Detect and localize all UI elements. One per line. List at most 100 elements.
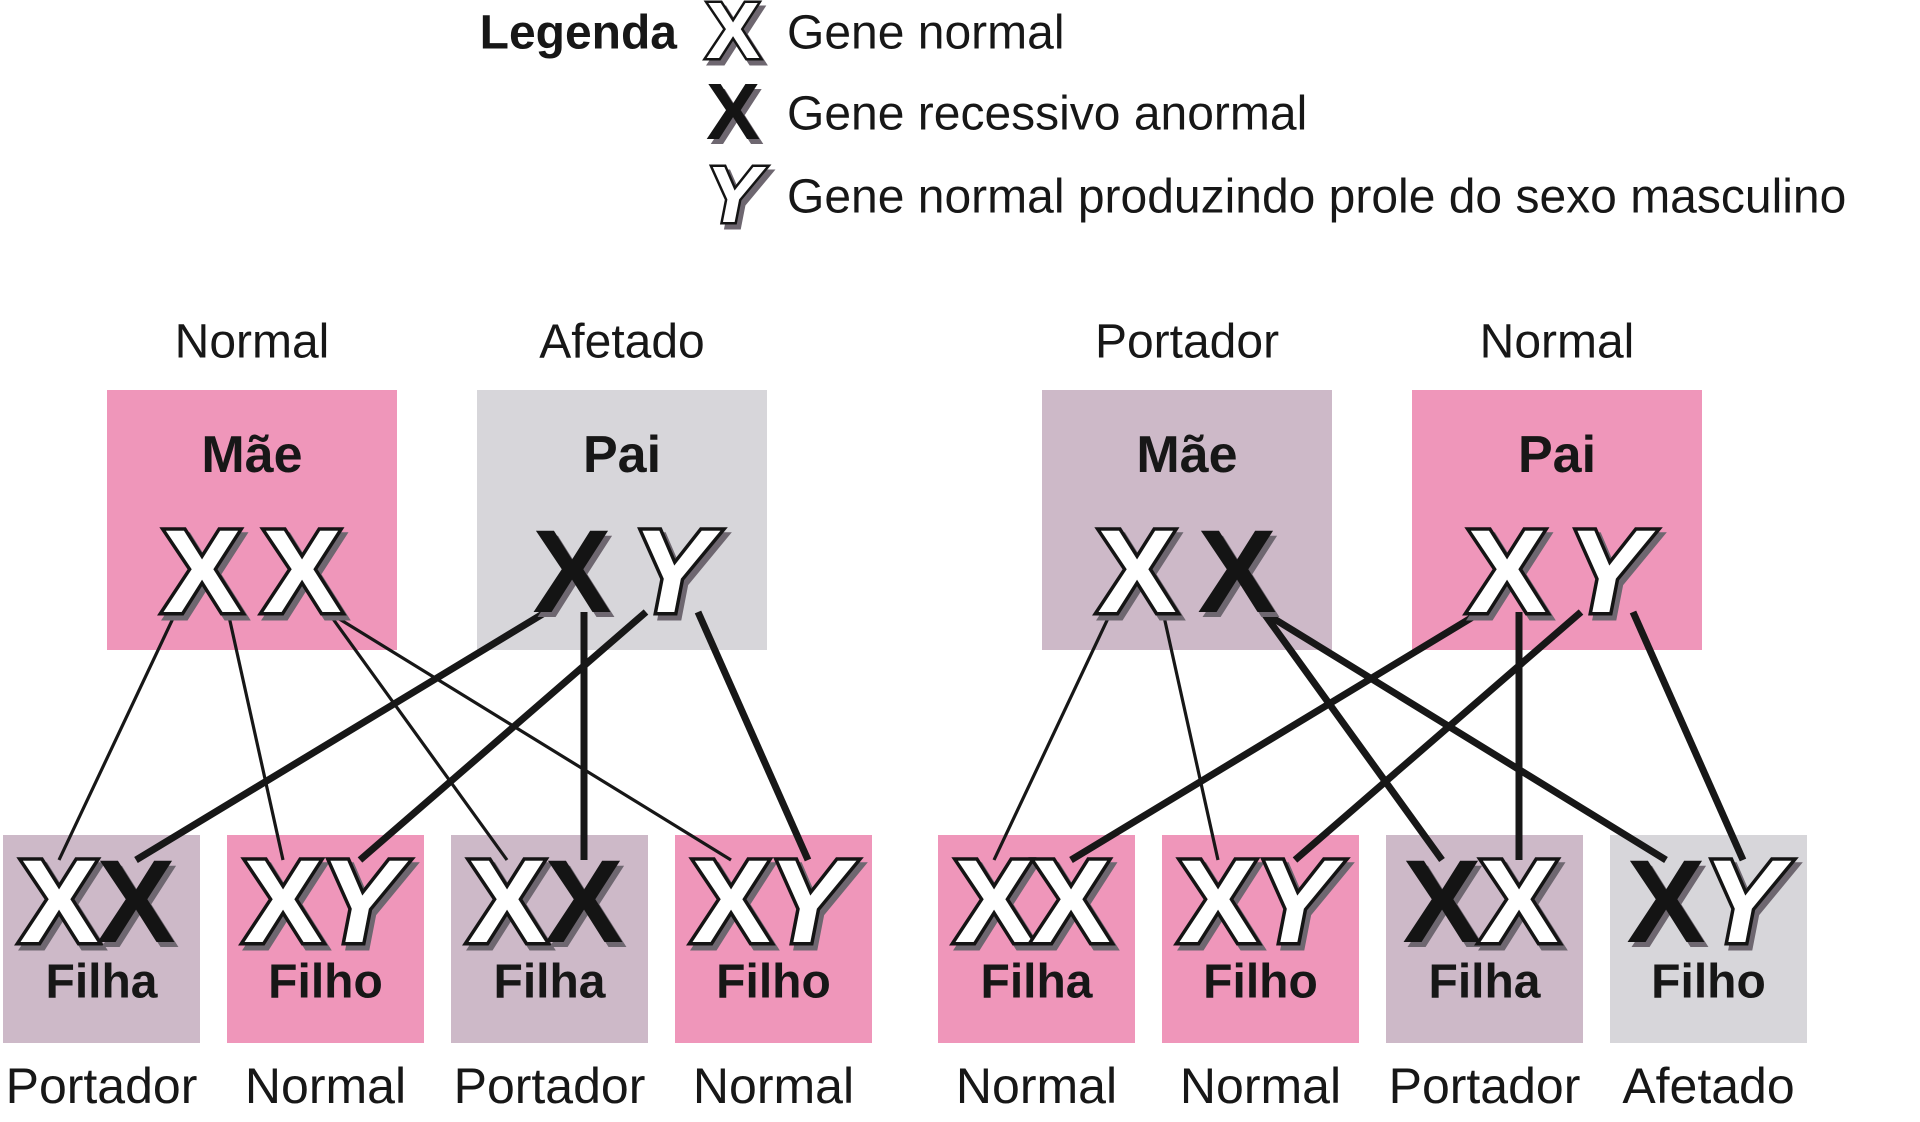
svg-text:X: X [97,836,176,968]
right-mother-box [1042,390,1332,650]
svg-text:X: X [267,511,346,643]
svg-text:Y: Y [637,511,725,643]
svg-text:X: X [20,836,99,968]
right-line-mother-g1-to-child2 [1161,611,1220,861]
svg-text:X: X [706,67,760,156]
left-child1-role-label: Filha [45,955,158,1009]
svg-text:X: X [537,511,616,643]
svg-text:X: X [1198,506,1277,638]
left-child1-status-label: Portador [5,1058,198,1114]
left-child3-role-label: Filha [493,955,606,1009]
svg-text:Y: Y [325,841,413,973]
svg-text:Y: Y [1260,841,1348,973]
svg-text:X: X [1468,506,1547,638]
right-mother-status-label: Portador [1094,315,1280,369]
left-line-mother-g2-to-child4 [327,610,732,862]
svg-text:X: X [1098,506,1177,638]
right-father-role-label: Pai [1517,426,1597,484]
svg-text:Y: Y [706,150,767,239]
svg-text:X: X [696,841,775,973]
right-child2-status-label: Normal [1179,1058,1342,1114]
svg-text:X: X [1407,841,1486,973]
svg-text:X: X [533,506,612,638]
right-child1-box [938,835,1135,1043]
legend-item-label: Gene recessivo anormal [787,87,1308,141]
left-mother-box [107,390,397,650]
left-line-father-g2-to-child2 [357,609,649,863]
right-child4-status-label: Afetado [1622,1058,1795,1114]
svg-text:X: X [710,72,764,161]
svg-text:Y: Y [1256,836,1344,968]
left-child4-box [675,835,872,1043]
right-line-father-g2-to-child4 [1629,610,1747,862]
legend-item-label: Gene normal [787,6,1065,60]
svg-text:X: X [1036,841,1115,973]
left-mother-role-label: Mãe [201,426,303,484]
svg-text:Y: Y [1572,511,1660,643]
left-father-box [477,390,767,650]
right-father-box [1412,390,1702,650]
right-line-mother-g1-to-child1 [992,611,1113,861]
svg-text:X: X [1032,836,1111,968]
right-line-father-g2-to-child2 [1292,609,1584,863]
left-child4-status-label: Normal [692,1058,855,1114]
left-line-mother-g2-to-child3 [326,611,509,861]
svg-text:Y: Y [769,836,857,968]
left-line-mother-g1-to-child1 [57,611,178,861]
svg-text:X: X [248,841,327,973]
right-child1-status-label: Normal [955,1058,1118,1114]
svg-text:X: X [1403,836,1482,968]
svg-text:Y: Y [773,841,861,973]
left-child2-status-label: Normal [244,1058,407,1114]
svg-text:X: X [1480,836,1559,968]
right-line-mother-g2-to-child3 [1260,609,1445,863]
right-child2-role-label: Filho [1203,955,1318,1009]
right-child4-role-label: Filho [1651,955,1766,1009]
left-line-father-g1-to-child1 [134,609,548,863]
svg-text:X: X [1183,841,1262,973]
legend-item-label: Gene normal produzindo prole do sexo mas… [787,170,1847,224]
svg-text:X: X [692,836,771,968]
svg-text:X: X [468,836,547,968]
left-child2-box [227,835,424,1043]
left-father-role-label: Pai [582,426,662,484]
svg-text:X: X [1472,511,1551,643]
left-child3-box [451,835,648,1043]
right-father-status-label: Normal [1479,315,1635,369]
right-child3-status-label: Portador [1388,1058,1581,1114]
left-child2-role-label: Filho [268,955,383,1009]
svg-text:X: X [1631,841,1710,973]
svg-text:X: X [167,511,246,643]
svg-text:X: X [706,0,760,75]
svg-text:X: X [101,841,180,973]
svg-text:X: X [1484,841,1563,973]
legend-title: Legenda [479,6,677,60]
left-mother-status-label: Normal [174,315,330,369]
svg-text:Y: Y [710,155,771,244]
svg-text:X: X [263,506,342,638]
